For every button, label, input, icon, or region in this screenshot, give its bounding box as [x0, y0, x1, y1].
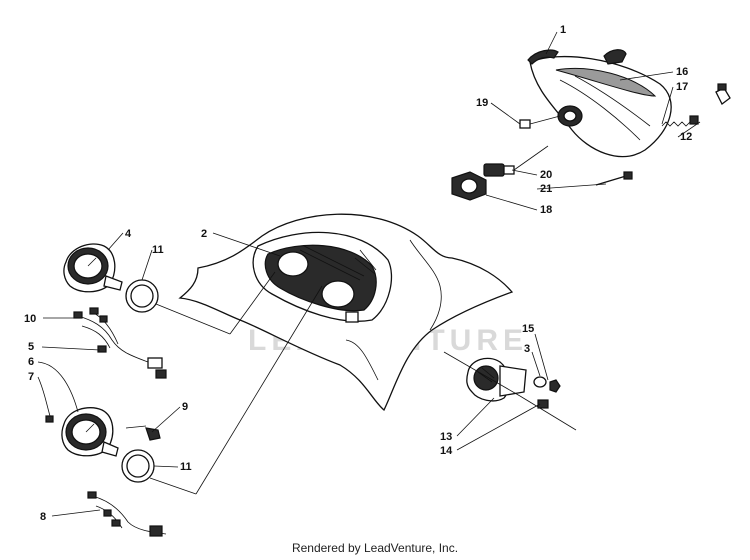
- callout-19: 19: [476, 97, 488, 109]
- headlight-bracket-left: [527, 49, 559, 65]
- ring-leader-b2: [195, 285, 323, 495]
- callout-2: 2: [201, 228, 207, 240]
- speedometer-gauge-4: [63, 243, 123, 293]
- headlight-switch-20: [483, 145, 549, 177]
- headlight-nut-18: [451, 171, 487, 201]
- callout-5: 5: [28, 341, 34, 353]
- footer-credit: Rendered by LeadVenture, Inc.: [291, 541, 459, 555]
- gauge-ring-11a: [125, 279, 159, 313]
- pod-cable-14: [519, 395, 577, 431]
- callout-11-upper: 11: [152, 244, 164, 256]
- pod-screw-3: [533, 376, 547, 388]
- callout-4: 4: [125, 228, 132, 240]
- ring-leader-a2: [229, 271, 276, 335]
- headlight-housing: [529, 55, 672, 158]
- gauge-bulb-7: [45, 415, 54, 423]
- ring-leader-a: [155, 303, 231, 335]
- wiring-harness-8: [87, 491, 167, 537]
- callout-14: 14: [440, 445, 453, 457]
- gauge-clip-9: [125, 425, 161, 441]
- callout-labels: 1 16 17 19 12 20 21 18 2 4 11 10 5 6 7 9…: [24, 24, 692, 523]
- headlight-connector-12: [715, 83, 731, 105]
- callout-10: 10: [24, 313, 36, 325]
- callout-11-lower: 11: [180, 461, 192, 473]
- headlight-adjust-spring: [661, 115, 699, 127]
- callout-20: 20: [540, 169, 552, 181]
- callout-16: 16: [676, 66, 688, 78]
- dash-panel: [178, 213, 514, 412]
- callout-6: 6: [28, 356, 34, 368]
- headlight-screw-21: [595, 171, 633, 186]
- pod-leader-line: [443, 351, 521, 397]
- callout-13: 13: [440, 431, 452, 443]
- callout-21: 21: [540, 183, 552, 195]
- headlight-bracket-right: [603, 49, 627, 65]
- callout-18: 18: [540, 204, 552, 216]
- callout-3: 3: [524, 343, 530, 355]
- callout-1: 1: [560, 24, 566, 36]
- gauge-ring-11b: [121, 449, 155, 483]
- callout-8: 8: [40, 511, 46, 523]
- wiring-harness-10: [73, 307, 167, 379]
- callout-17: 17: [676, 81, 688, 93]
- callout-leaders: [37, 31, 701, 517]
- tachometer-gauge-6: [61, 407, 119, 457]
- callout-12: 12: [680, 131, 692, 143]
- pod-nut-15: [549, 379, 561, 393]
- ring-leader-b: [149, 477, 197, 495]
- headlight-bolt-19: [519, 115, 561, 129]
- callout-15: 15: [522, 323, 534, 335]
- callout-9: 9: [182, 401, 188, 413]
- callout-7: 7: [28, 371, 34, 383]
- headlight-bulb-socket: [557, 105, 583, 127]
